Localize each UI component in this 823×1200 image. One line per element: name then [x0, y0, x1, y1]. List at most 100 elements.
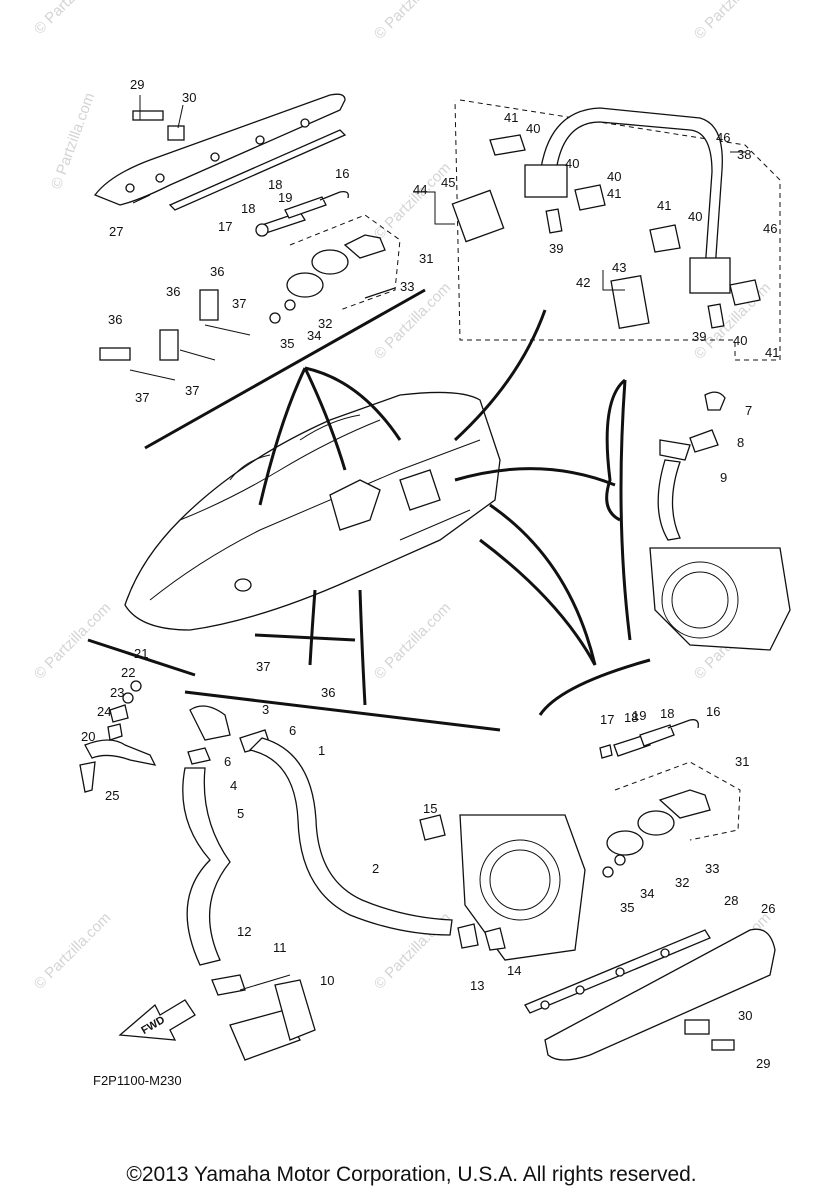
callout-35: 35	[620, 900, 634, 915]
callout-37: 37	[135, 390, 149, 405]
callout-10: 10	[320, 973, 334, 988]
callout-46: 46	[716, 130, 730, 145]
callout-17: 17	[600, 712, 614, 727]
callout-40: 40	[526, 121, 540, 136]
callout-36: 36	[321, 685, 335, 700]
callout-35: 35	[280, 336, 294, 351]
clip-assembly-top	[99, 289, 251, 381]
watermark: © Partzilla.com	[48, 91, 99, 192]
callout-6: 6	[289, 723, 296, 738]
callout-45: 45	[441, 175, 455, 190]
watercraft-hull	[124, 391, 501, 631]
callout-16: 16	[335, 166, 349, 181]
drain-plug-assembly-top	[255, 190, 401, 324]
callout-18: 18	[268, 177, 282, 192]
pump-housing-right	[649, 391, 791, 651]
callout-16: 16	[706, 704, 720, 719]
callout-38: 38	[737, 147, 751, 162]
callout-21: 21	[134, 646, 148, 661]
callout-1: 1	[318, 743, 325, 758]
callout-27: 27	[109, 224, 123, 239]
callout-18: 18	[241, 201, 255, 216]
callout-32: 32	[318, 316, 332, 331]
callout-29: 29	[756, 1056, 770, 1071]
callout-41: 41	[765, 345, 779, 360]
callout-30: 30	[738, 1008, 752, 1023]
fwd-arrow-icon: FWD	[118, 999, 196, 1041]
callout-39: 39	[692, 329, 706, 344]
callout-14: 14	[507, 963, 521, 978]
callout-6: 6	[224, 754, 231, 769]
callout-41: 41	[607, 186, 621, 201]
callout-41: 41	[657, 198, 671, 213]
watermark: © Partzilla.com	[31, 599, 114, 682]
callout-18: 18	[624, 710, 638, 725]
callout-11: 11	[273, 940, 287, 955]
callout-40: 40	[688, 209, 702, 224]
callout-9: 9	[720, 470, 727, 485]
callout-20: 20	[81, 729, 95, 744]
callout-3: 3	[262, 702, 269, 717]
callout-24: 24	[97, 704, 111, 719]
grab-handle-assembly	[451, 99, 781, 361]
watermark: © Partzilla.com	[31, 0, 114, 38]
watermark: © Partzilla.com	[371, 159, 454, 242]
callout-41: 41	[504, 110, 518, 125]
callout-18: 18	[660, 706, 674, 721]
callout-34: 34	[640, 886, 654, 901]
callout-40: 40	[733, 333, 747, 348]
callout-26: 26	[761, 901, 775, 916]
watermark: © Partzilla.com	[371, 0, 454, 43]
callout-29: 29	[130, 77, 144, 92]
callout-12: 12	[237, 924, 251, 939]
callout-44: 44	[413, 182, 427, 197]
copyright-notice: ©2013 Yamaha Motor Corporation, U.S.A. A…	[126, 1163, 697, 1186]
callout-33: 33	[705, 861, 719, 876]
callout-19: 19	[278, 190, 292, 205]
callout-30: 30	[182, 90, 196, 105]
callout-34: 34	[307, 328, 321, 343]
assembly-arrows	[87, 288, 651, 732]
callout-46: 46	[763, 221, 777, 236]
callout-8: 8	[737, 435, 744, 450]
grip-assembly-right	[524, 928, 776, 1061]
callout-15: 15	[423, 801, 437, 816]
diagram-code: F2P1100-M230	[93, 1073, 182, 1088]
watermark: © Partzilla.com	[371, 599, 454, 682]
callout-33: 33	[400, 279, 414, 294]
callout-28: 28	[724, 893, 738, 908]
watermark: © Partzilla.com	[691, 0, 774, 43]
callout-31: 31	[735, 754, 749, 769]
callout-22: 22	[121, 665, 135, 680]
callout-37: 37	[185, 383, 199, 398]
callout-42: 42	[576, 275, 590, 290]
callout-17: 17	[218, 219, 232, 234]
callout-13: 13	[470, 978, 484, 993]
callout-36: 36	[108, 312, 122, 327]
drain-plug-assembly-bottom	[599, 719, 741, 878]
watermark: © Partzilla.com	[31, 909, 114, 992]
callout-19: 19	[632, 708, 646, 723]
hose-assembly	[182, 705, 453, 1061]
callout-25: 25	[105, 788, 119, 803]
callout-2: 2	[372, 861, 379, 876]
callout-23: 23	[110, 685, 124, 700]
callout-36: 36	[166, 284, 180, 299]
callout-36: 36	[210, 264, 224, 279]
pump-cover-lower	[419, 814, 586, 961]
callout-5: 5	[237, 806, 244, 821]
callout-7: 7	[745, 403, 752, 418]
callout-32: 32	[675, 875, 689, 890]
callout-31: 31	[419, 251, 433, 266]
callout-4: 4	[230, 778, 237, 793]
callout-43: 43	[612, 260, 626, 275]
callout-40: 40	[607, 169, 621, 184]
callout-39: 39	[549, 241, 563, 256]
callout-37: 37	[256, 659, 270, 674]
leader-lines	[132, 95, 745, 291]
grip-assembly-left	[93, 93, 347, 211]
strap-assembly-left	[79, 680, 157, 793]
callout-37: 37	[232, 296, 246, 311]
